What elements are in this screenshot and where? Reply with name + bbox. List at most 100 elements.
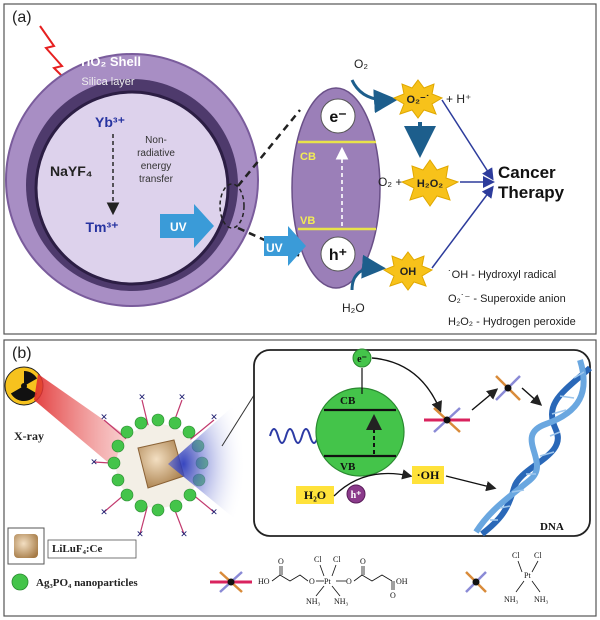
panel-b: (b) X-ray ✕✕✕ [3, 339, 597, 617]
pt-iv-pt: Pt [324, 577, 331, 586]
h2o-oxidation-arrow [350, 254, 386, 291]
oh-box [412, 466, 444, 484]
h2o-label-b: H₂O [304, 488, 326, 502]
h2o2-star-icon [400, 159, 460, 207]
hydroxyl-dna-arrow [445, 475, 497, 492]
tio2-shell-label: TiO₂ Shell [79, 54, 141, 69]
panel-a: (a) TiO₂ Shell Silica layer Yb³⁺ NaYF₄ N… [3, 3, 597, 335]
svg-text:✕: ✕ [210, 507, 218, 517]
ag-legend-swatch [11, 573, 29, 591]
o2-reduction-arrow [350, 79, 398, 114]
vb-label-b: VB [340, 461, 356, 473]
uv-label-2: UV [266, 241, 283, 255]
pt-iv-o2: O [309, 577, 315, 586]
legend-superoxide: O₂˙⁻ - Superoxide anion [448, 293, 566, 305]
pt-ii-legend-icon [465, 571, 487, 593]
mechanism-inset [253, 349, 591, 537]
h2o-box [296, 486, 334, 504]
oh-label-b: ·OH [417, 468, 440, 482]
pt-iv-nh3-1: NH₃ [306, 597, 321, 606]
legend-hydroxyl: ˙OH - Hydroxyl radical [448, 269, 556, 281]
pt-ii-cl1: Cl [512, 551, 520, 560]
dna-attack-arrow [521, 387, 543, 406]
svg-text:✕: ✕ [100, 412, 108, 422]
nonrad-line4: transfer [139, 174, 174, 185]
hole-label-b: h⁺ [351, 490, 362, 501]
pt-ii-drug-icon [495, 375, 521, 401]
pt-iv-nh3-2: NH₃ [334, 597, 349, 606]
pt-iv-o1: O [278, 557, 284, 566]
svg-text:✕: ✕ [178, 392, 186, 402]
vb-label-a: VB [300, 215, 315, 227]
svg-text:✕: ✕ [180, 529, 188, 539]
pt-iv-cl2: Cl [333, 555, 341, 564]
core-legend-swatch [14, 534, 38, 558]
superoxide-star-icon [392, 79, 444, 119]
radiation-icon [4, 366, 44, 406]
nayf4-label: NaYF₄ [50, 163, 92, 179]
panel-b-label: (b) [12, 345, 32, 362]
cb-label-b: CB [340, 395, 356, 407]
pt-iv-cl1: Cl [314, 555, 322, 564]
legend-core-label: LiLuF₄:Ce [52, 543, 102, 555]
pt-iv-structure: HO O O Pt Cl Cl NH₃ NH₃ O O O OH [258, 555, 408, 606]
dna-label: DNA [540, 521, 564, 533]
pt-iv-legend-icon [210, 571, 252, 593]
tio2-band-diagram [291, 87, 381, 289]
hole-b [346, 484, 366, 504]
reduction-arrow [471, 388, 499, 411]
pt-ii-nh3-2: NH₃ [534, 595, 549, 604]
emission-glow [168, 400, 246, 528]
legend-ag-label: Ag₃PO₄ nanoparticles [36, 577, 138, 589]
superoxide-label: O₂⁻˙ [407, 94, 430, 106]
arrow-superoxide-therapy [441, 99, 494, 181]
dna-helix-icon [473, 359, 592, 537]
pt-ii-structure: Cl Cl Pt NH₃ NH₃ [504, 551, 549, 604]
cancer-therapy-line1: Cancer [498, 163, 556, 182]
pt-ii-cl2: Cl [534, 551, 542, 560]
electron-b [352, 348, 372, 368]
pt-ii-nh3-1: NH₃ [504, 595, 519, 604]
nayf4-core [34, 90, 230, 286]
nonrad-line2: radiative [137, 148, 175, 159]
hydroxyl-star-icon [382, 251, 434, 291]
tm-label: Tm³⁺ [85, 219, 118, 235]
zoom-line-top [237, 109, 301, 187]
uv-arrow-icon [160, 204, 214, 248]
zoom-region [219, 183, 245, 229]
legend-core-frame [47, 539, 137, 559]
svg-text:✕: ✕ [90, 457, 98, 467]
callout-line [221, 391, 257, 447]
electron-transfer-arrow [371, 357, 442, 413]
hole-label-a: h⁺ [329, 247, 347, 264]
ag3po4-band-diagram [315, 387, 405, 477]
svg-text:✕: ✕ [138, 392, 146, 402]
cb-label-a: CB [300, 151, 316, 163]
h2o-label-a: H₂O [342, 301, 365, 315]
yb-label: Yb³⁺ [95, 114, 125, 130]
pt-iv-o5: O [390, 591, 396, 600]
uv-label-1: UV [170, 220, 187, 234]
arrow-hydroxyl-therapy [431, 185, 494, 269]
cancer-therapy-line2: Therapy [498, 183, 565, 202]
svg-text:✕: ✕ [100, 507, 108, 517]
pt-ii-pt: Pt [524, 571, 531, 580]
h-plus-label: + H⁺ [446, 92, 471, 106]
o2-label: O₂ [354, 57, 368, 71]
panel-a-label: (a) [12, 9, 32, 26]
oxidation-arrow-b [333, 469, 413, 497]
electron [320, 98, 356, 134]
svg-text:✕: ✕ [210, 412, 218, 422]
pt-iv-prodrug-icon [424, 407, 470, 433]
uv-arrow-2-icon [264, 226, 306, 266]
electron-label-a: e⁻ [329, 109, 346, 126]
pt-iv-ho: HO [258, 577, 270, 586]
pt-iv-oh: OH [396, 577, 408, 586]
legend-peroxide: H₂O₂ - Hydrogen peroxide [448, 316, 576, 328]
pt-iv-o4: O [360, 557, 366, 566]
silica-layer-label: Silica layer [81, 76, 135, 88]
nonrad-line3: energy [141, 161, 172, 172]
hole [320, 236, 356, 272]
o2-plus-label: O₂ + [378, 175, 402, 189]
